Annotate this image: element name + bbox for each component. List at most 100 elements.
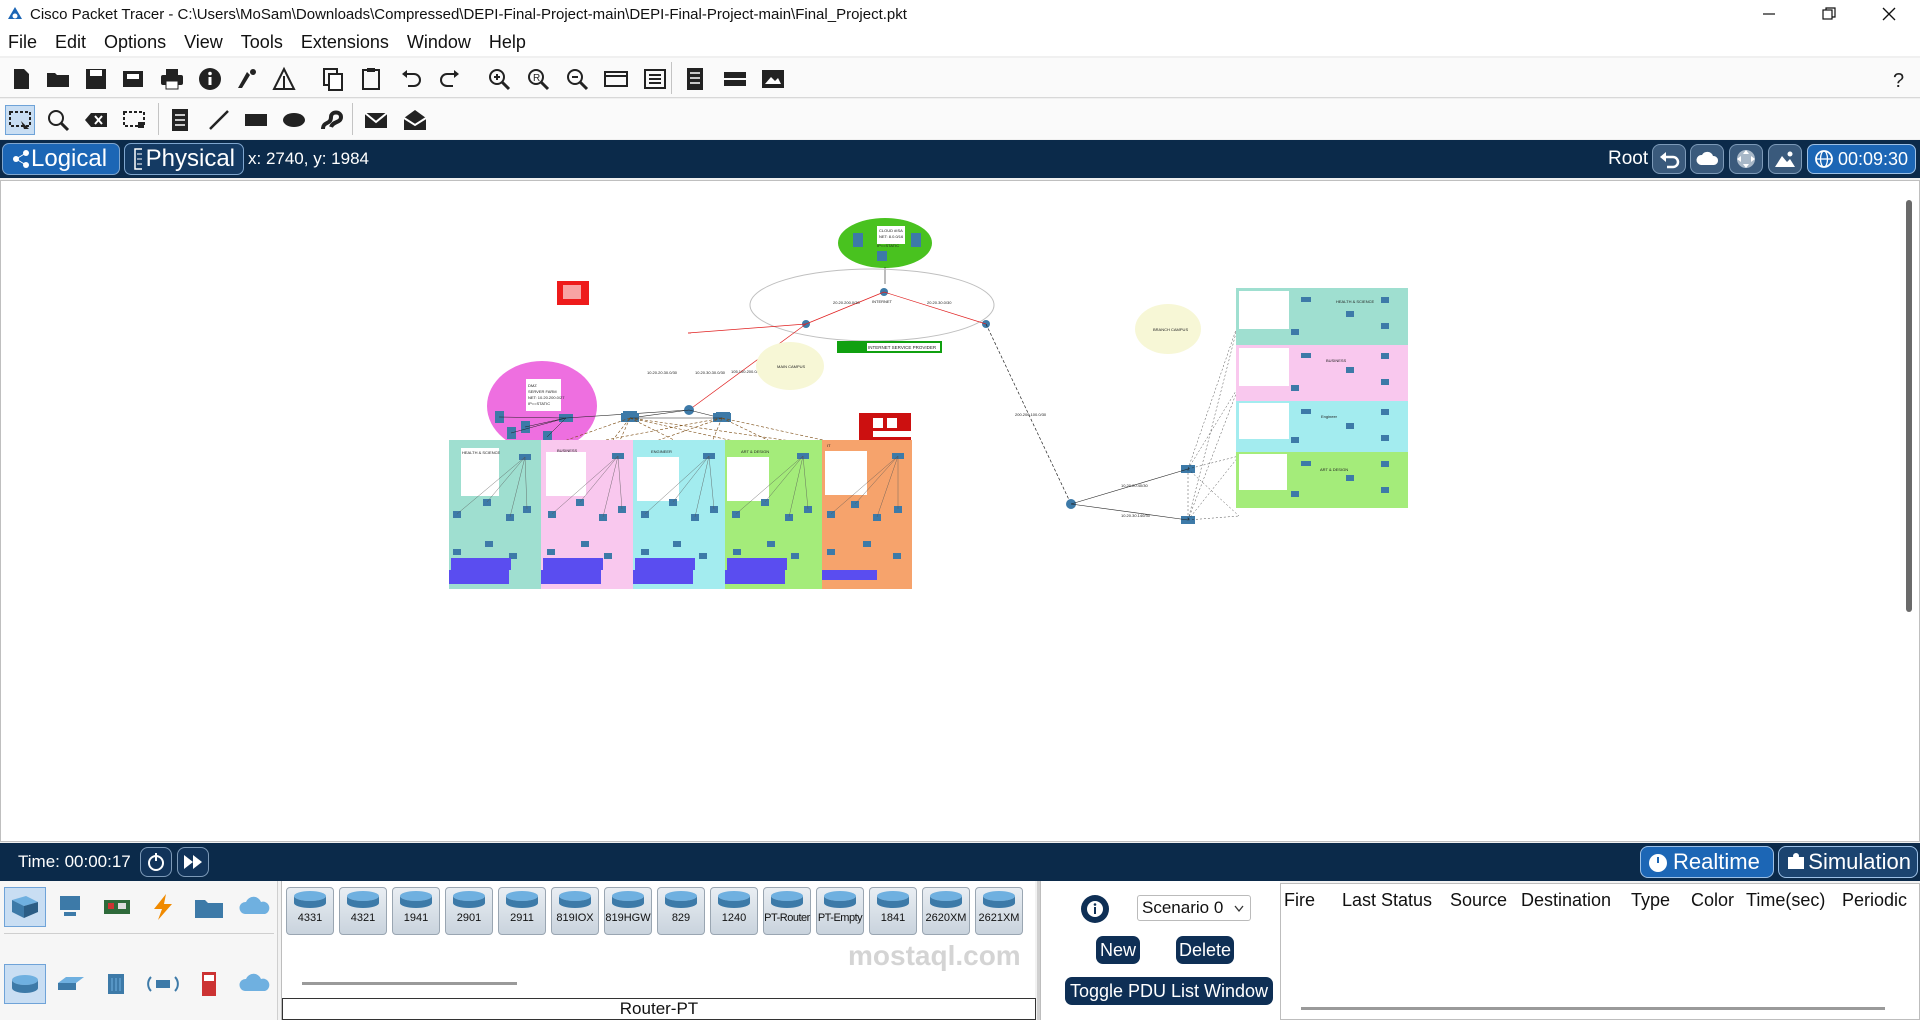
drawing-palette-button[interactable]	[601, 64, 631, 94]
multilayer-switch-2-icon[interactable]	[713, 413, 731, 422]
menu-tools[interactable]: Tools	[240, 31, 283, 52]
custom-device-button[interactable]	[640, 64, 670, 94]
column-color[interactable]: Color	[1691, 890, 1735, 910]
connections-category[interactable]	[142, 887, 184, 927]
move-object-button[interactable]	[1729, 144, 1763, 174]
draw-ellipse-button[interactable]	[279, 105, 309, 135]
activity-wizard-button[interactable]	[232, 64, 262, 94]
help-button[interactable]: ?	[1884, 64, 1914, 94]
close-button[interactable]	[1860, 0, 1918, 28]
security-subcategory[interactable]	[188, 964, 230, 1004]
draw-rectangle-button[interactable]	[241, 105, 271, 135]
panel-splitter[interactable]	[1037, 881, 1040, 1020]
ftp-server-icon[interactable]	[543, 431, 552, 443]
zoom-in-button[interactable]	[484, 64, 514, 94]
set-background-button[interactable]	[1768, 144, 1802, 174]
device-pt-empty[interactable]: PT-Empty	[816, 887, 864, 935]
undo-button[interactable]	[396, 64, 426, 94]
logical-workspace-canvas[interactable]: CLOUD #ISA NET: 8.0.0/16 IP==STATIC INTE…	[0, 180, 1920, 842]
freeform-button[interactable]	[317, 105, 347, 135]
simple-pdu-button[interactable]	[361, 105, 391, 135]
minimize-button[interactable]	[1740, 0, 1798, 28]
components-category[interactable]	[96, 887, 138, 927]
select-tool-button[interactable]	[5, 105, 35, 135]
server-button[interactable]	[720, 64, 750, 94]
redo-button[interactable]	[435, 64, 465, 94]
it-server-icon[interactable]	[873, 418, 883, 428]
restore-button[interactable]	[1800, 0, 1858, 28]
place-note-button[interactable]	[165, 105, 195, 135]
viewport-clock-button[interactable]: 00:09:30	[1807, 144, 1916, 174]
column-type[interactable]: Type	[1631, 890, 1671, 910]
scenario-select[interactable]: Scenario 0	[1137, 895, 1251, 921]
notes-button[interactable]	[680, 64, 710, 94]
fast-forward-button[interactable]	[177, 847, 209, 877]
tab-logical[interactable]: Logical	[2, 143, 120, 175]
pdu-button[interactable]	[269, 64, 299, 94]
copy-button[interactable]	[318, 64, 348, 94]
device-pt-router[interactable]: PT-Router	[763, 887, 811, 935]
draw-line-button[interactable]	[204, 105, 234, 135]
device-4331[interactable]: 4331	[286, 887, 334, 935]
paste-button[interactable]	[357, 64, 387, 94]
column-time[interactable]: Time(sec)	[1746, 890, 1826, 910]
realtime-mode-button[interactable]: Realtime	[1640, 846, 1774, 878]
new-file-button[interactable]	[6, 64, 36, 94]
menu-file[interactable]: File	[8, 31, 38, 52]
menu-extensions[interactable]: Extensions	[300, 31, 389, 52]
hubs-subcategory[interactable]	[96, 964, 138, 1004]
device-1941[interactable]: 1941	[392, 887, 440, 935]
print-button[interactable]	[157, 64, 187, 94]
switches-subcategory[interactable]	[50, 964, 92, 1004]
menu-help[interactable]: Help	[488, 31, 526, 52]
complex-pdu-button[interactable]	[400, 105, 430, 135]
save-as-button[interactable]	[118, 64, 148, 94]
info-button[interactable]	[195, 64, 225, 94]
miscellaneous-category[interactable]	[188, 887, 230, 927]
open-button[interactable]	[43, 64, 73, 94]
device-829[interactable]: 829	[657, 887, 705, 935]
end-devices-category[interactable]	[50, 887, 92, 927]
column-last-status[interactable]: Last Status	[1342, 890, 1433, 910]
wan-emulation-subcategory[interactable]	[234, 964, 276, 1004]
power-cycle-button[interactable]	[140, 847, 172, 877]
wireless-subcategory[interactable]	[142, 964, 184, 1004]
it-server-icon[interactable]	[887, 418, 897, 428]
network-devices-category[interactable]	[4, 887, 46, 927]
multilayer-switch-1-icon[interactable]	[621, 413, 639, 422]
menu-view[interactable]: View	[184, 31, 223, 52]
device-2620xm[interactable]: 2620XM	[922, 887, 970, 935]
simulation-mode-button[interactable]: Simulation	[1778, 846, 1918, 878]
device-819hgw[interactable]: 819HGW	[604, 887, 652, 935]
routers-subcategory[interactable]	[4, 964, 46, 1004]
image-button[interactable]	[758, 64, 788, 94]
column-source[interactable]: Source	[1450, 890, 1508, 910]
resize-tool-button[interactable]	[119, 105, 149, 135]
zoom-out-button[interactable]	[562, 64, 592, 94]
menu-window[interactable]: Window	[406, 31, 471, 52]
back-button[interactable]	[1652, 144, 1686, 174]
save-button[interactable]	[81, 64, 111, 94]
new-cluster-button[interactable]	[1690, 144, 1724, 174]
google-wn-server-icon[interactable]	[911, 233, 921, 247]
tab-physical[interactable]: Physical	[124, 143, 244, 175]
device-2901[interactable]: 2901	[445, 887, 493, 935]
new-scenario-button[interactable]: New	[1096, 936, 1140, 964]
column-destination[interactable]: Destination	[1521, 890, 1612, 910]
device-4321[interactable]: 4321	[339, 887, 387, 935]
device-list-scrollbar[interactable]	[302, 982, 517, 985]
column-fire[interactable]: Fire	[1284, 890, 1315, 910]
zoom-reset-button[interactable]: R	[523, 64, 553, 94]
workspace-vertical-scrollbar[interactable]	[1906, 200, 1912, 612]
menu-edit[interactable]: Edit	[55, 31, 87, 52]
scenario-info-button[interactable]	[1081, 895, 1109, 923]
cloud-switch-icon[interactable]	[877, 251, 887, 261]
delete-scenario-button[interactable]: Delete	[1176, 936, 1234, 964]
device-2621xm[interactable]: 2621XM	[975, 887, 1023, 935]
delete-tool-button[interactable]	[81, 105, 111, 135]
device-819iox[interactable]: 819IOX	[551, 887, 599, 935]
inspect-tool-button[interactable]	[43, 105, 73, 135]
toggle-pdu-list-button[interactable]: Toggle PDU List Window	[1065, 977, 1273, 1005]
pdu-table-scrollbar[interactable]	[1301, 1007, 1885, 1010]
column-periodic[interactable]: Periodic	[1842, 890, 1908, 910]
